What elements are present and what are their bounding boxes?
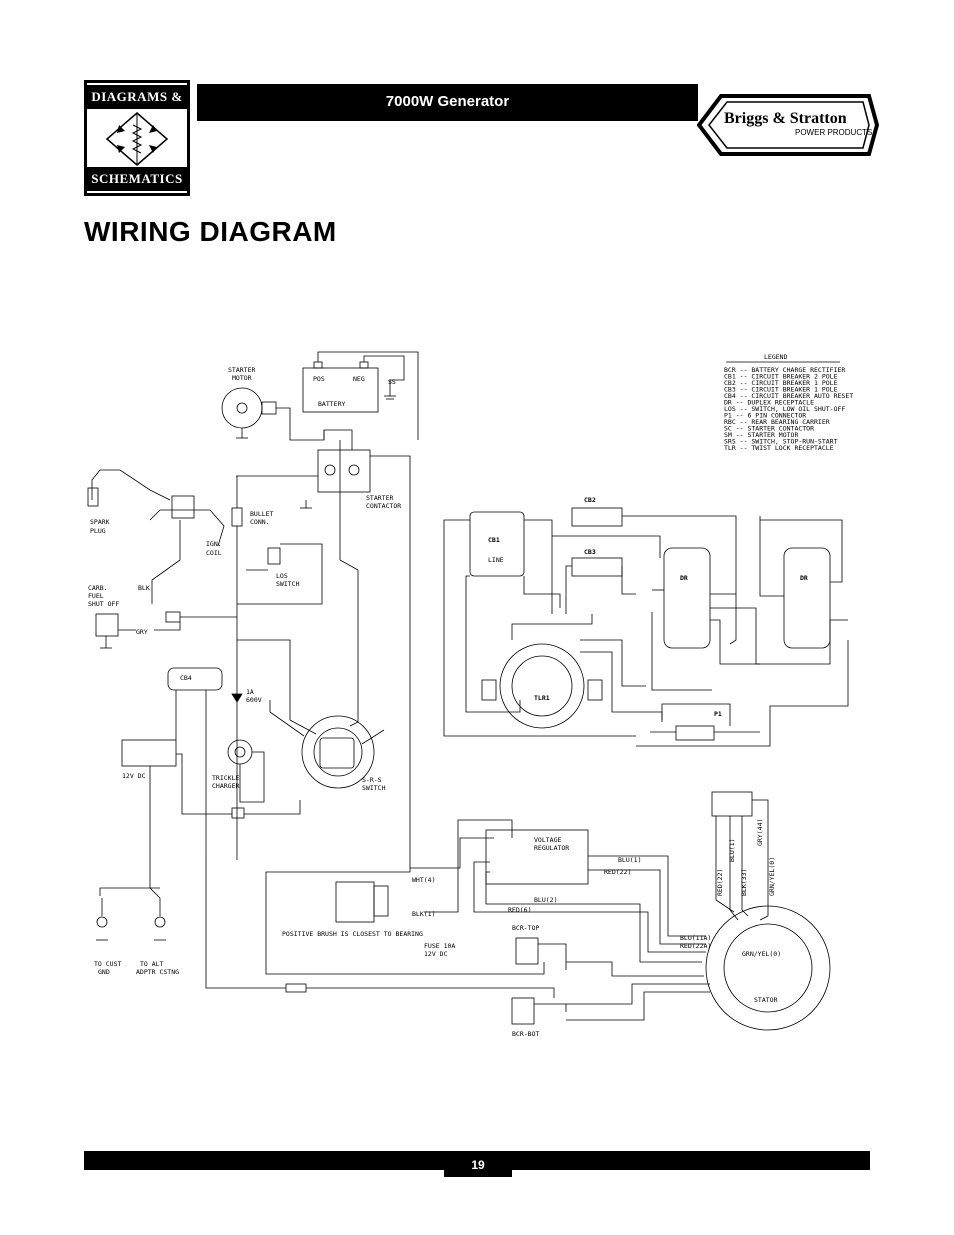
los-switch-label: LOS xyxy=(276,572,288,580)
brush-note-label: POSITIVE BRUSH IS CLOSEST TO BEARING xyxy=(282,930,423,938)
legend-item: CB3 -- CIRCUIT BREAKER 1 POLE xyxy=(724,386,838,394)
to-alt-label-2: ADPTR CSTNG xyxy=(136,968,179,976)
fuse-label: FUSE 10A xyxy=(424,942,455,950)
legend-item: DR -- DUPLEX RECEPTACLE xyxy=(724,399,814,407)
cb1-line-label: LINE xyxy=(488,556,504,564)
legend-item: TLR -- TWIST LOCK RECEPTACLE xyxy=(724,444,834,452)
to-cust-gnd-label-2: GND xyxy=(98,968,110,976)
battery-label: BATTERY xyxy=(318,400,345,408)
legend-title: LEGEND xyxy=(764,353,788,361)
starter-contactor-label-2: CONTACTOR xyxy=(366,502,401,510)
p1-label: P1 xyxy=(714,710,722,718)
ss-label: SS xyxy=(388,378,396,386)
page-number: 19 xyxy=(444,1153,512,1177)
blk1-label: BLK(1) xyxy=(412,910,435,918)
12v-dc-label: 12V DC xyxy=(122,772,146,780)
diode-label-2: 600V xyxy=(246,696,262,704)
dr-right-label: DR xyxy=(800,574,808,582)
grnyel0-vertical-label: GRN/YEL(0) xyxy=(768,857,776,896)
los-switch-label-2: SWITCH xyxy=(276,580,300,588)
gry-wire-label: GRY xyxy=(136,628,148,636)
cb2-label: CB2 xyxy=(584,496,596,504)
ign-coil-label-2: COIL xyxy=(206,549,222,557)
carb-label-2: FUEL xyxy=(88,592,104,600)
badge-bottom-text: SCHEMATICS xyxy=(87,167,187,191)
legend-item: BCR -- BATTERY CHARGE RECTIFIER xyxy=(724,366,845,374)
briggs-stratton-logo-icon xyxy=(697,94,879,156)
trickle-charger-label-2: CHARGER xyxy=(212,782,239,790)
badge-top-text: DIAGRAMS & xyxy=(87,85,187,109)
bcr-bot-label: BCR-BOT xyxy=(512,1030,539,1038)
grn-yel-label: GRN/YEL(0) xyxy=(742,950,781,958)
fuse-label-2: 12V DC xyxy=(424,950,448,958)
ign-coil-label: IGN. xyxy=(206,540,222,548)
cb3-label: CB3 xyxy=(584,548,596,556)
battery-pos-label: POS xyxy=(313,375,325,383)
wiring-diagram: LEGEND BCR -- BATTERY CHARGE RECTIFIERCB… xyxy=(87,351,853,1038)
blk33-vertical-label: BLK(33) xyxy=(740,869,748,896)
blu1-vertical-label: BLU(1) xyxy=(728,839,736,862)
tlr1-label: TLR1 xyxy=(534,694,550,702)
legend-item: LOS -- SWITCH, LOW OIL SHUT-OFF xyxy=(724,405,845,413)
blu11a-label: BLU(11A) xyxy=(680,934,711,942)
header-bar: 7000W Generator xyxy=(197,84,698,121)
carb-label: CARB. xyxy=(88,584,108,592)
voltage-regulator-label-2: REGULATOR xyxy=(534,844,569,852)
srs-switch-label: S-R-S xyxy=(362,776,382,784)
cb1-label: CB1 xyxy=(488,536,500,544)
wht4-label: WHT(4) xyxy=(412,876,435,884)
srs-switch-label-2: SWITCH xyxy=(362,784,386,792)
carb-label-3: SHUT OFF xyxy=(88,600,119,608)
legend-item: SM -- STARTER MOTOR xyxy=(724,431,798,439)
legend-item: CB4 -- CIRCUIT BREAKER AUTO RESET xyxy=(724,392,853,400)
stator-label: STATOR xyxy=(754,996,778,1004)
legend-item: RBC -- REAR BEARING CARRIER xyxy=(724,418,830,426)
to-alt-label: TO ALT xyxy=(140,960,164,968)
bullet-connector-label-2: CONN. xyxy=(250,518,270,526)
spark-plug-label: SPARK xyxy=(90,518,110,526)
blk-wire-label: BLK xyxy=(138,584,150,592)
bullet-connector-label: BULLET xyxy=(250,510,274,518)
red6-label: RED(6) xyxy=(508,906,531,914)
starter-motor-label: STARTER xyxy=(228,366,255,374)
diagrams-schematics-badge: DIAGRAMS & SCHEMATICS xyxy=(84,80,190,196)
brand-subtitle: POWER PRODUCTS xyxy=(795,128,873,137)
spark-plug-label-2: PLUG xyxy=(90,527,106,535)
diode-label: 1A xyxy=(246,688,254,696)
to-cust-gnd-label: TO CUST xyxy=(94,960,121,968)
starter-contactor-label: STARTER xyxy=(366,494,393,502)
starter-motor-label-2: MOTOR xyxy=(232,374,252,382)
trickle-charger-label: TRICKLE xyxy=(212,774,239,782)
page-title: WIRING DIAGRAM xyxy=(84,216,337,247)
cb4-label: CB4 xyxy=(180,674,192,682)
legend-item: CB1 -- CIRCUIT BREAKER 2 POLE xyxy=(724,373,838,381)
gry44-vertical-label: GRY(44) xyxy=(756,819,764,846)
red22-label: RED(22) xyxy=(604,868,631,876)
voltage-regulator-label: VOLTAGE xyxy=(534,836,561,844)
legend-item: SRS -- SWITCH, STOP-RUN-START xyxy=(724,438,838,446)
brand-name: Briggs & Stratton xyxy=(724,110,847,127)
blu2-label: BLU(2) xyxy=(534,896,557,904)
battery-neg-label: NEG xyxy=(353,375,365,383)
blu1-label: BLU(1) xyxy=(618,856,641,864)
red22a-label: RED(22A) xyxy=(680,942,711,950)
diode-bridge-icon xyxy=(105,112,169,166)
red22-vertical-label: RED(22) xyxy=(716,869,724,896)
bcr-top-label: BCR-TOP xyxy=(512,924,539,932)
dr-left-label: DR xyxy=(680,574,688,582)
legend-item: P1 -- 6 PIN CONNECTOR xyxy=(724,412,806,420)
legend-item: SC -- STARTER CONTACTOR xyxy=(724,425,814,433)
legend-item: CB2 -- CIRCUIT BREAKER 1 POLE xyxy=(724,379,838,387)
legend: LEGEND BCR -- BATTERY CHARGE RECTIFIERCB… xyxy=(724,353,853,452)
document-title: 7000W Generator xyxy=(385,93,510,110)
